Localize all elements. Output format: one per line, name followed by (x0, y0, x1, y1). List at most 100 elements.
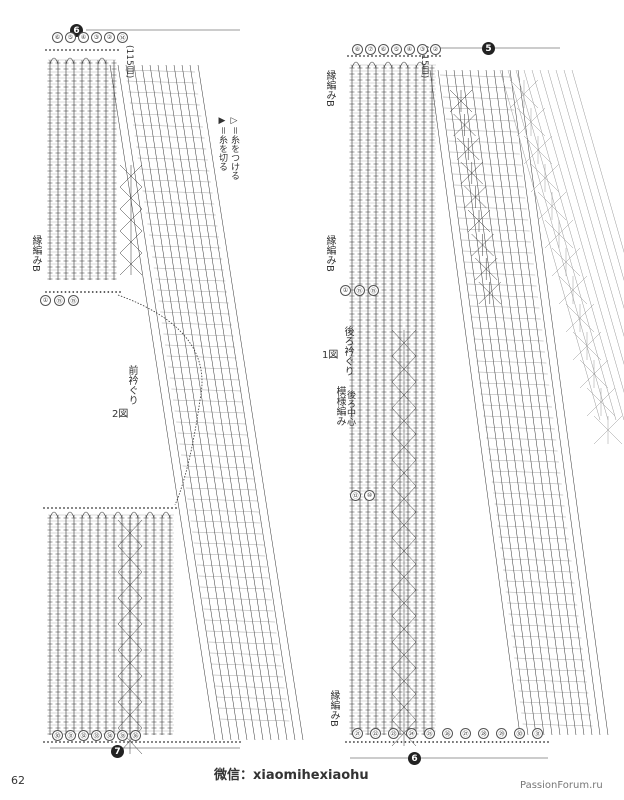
fig2-lower-arch (49, 511, 59, 519)
fig1-diagonal-line (509, 69, 601, 736)
fig1-bottom-row-number: ㉔ (406, 728, 417, 739)
figure1-edge-label-top: 縁編みB (324, 70, 335, 107)
figure1-neck-label: 後ろ衿ぐり (342, 326, 353, 376)
fig1-gray-band-line (547, 69, 624, 337)
fig1-gray-band-line (499, 69, 601, 421)
fig1-top-chain (435, 55, 437, 57)
figure2-edge-label: 縁編みB (30, 235, 41, 272)
fig2-diagonal-rung (206, 630, 277, 634)
fig1-bottom-chain (388, 741, 391, 743)
fig2-top-row-number: ③ (91, 32, 102, 43)
fig1-bottom-chain (456, 741, 458, 743)
fig1-diagonal-rung (498, 536, 569, 540)
fig2-lower-arch (97, 511, 107, 519)
fig2-top-chain (85, 49, 87, 51)
fig2-upper-bottom-chain (68, 291, 71, 293)
fig2-bottom-row-number: ㉟ (117, 730, 128, 741)
fig1-diagonal-rung (483, 415, 554, 419)
fig1-diagonal-rung (459, 228, 530, 232)
fig1-diagonal-rung (442, 96, 513, 100)
fig1-diagonal-rung (439, 74, 511, 78)
fig2-diagonal-rung (132, 124, 204, 128)
fig1-top-chain (363, 55, 365, 57)
fig2-lower-top-chain (171, 507, 173, 509)
fig2-diagonal-rung (208, 641, 279, 645)
fig1-bottom-chain (452, 741, 454, 743)
fig2-diagonal-rung (158, 300, 229, 304)
fig1-bottom-row-number: ㉚ (514, 728, 525, 739)
fig1-top-chain (391, 55, 393, 57)
fig1-bottom-chain (527, 741, 530, 743)
fig2-diagonal-line (117, 64, 224, 741)
fig1-top-chain (427, 55, 429, 57)
fig1-gray-band-line (539, 69, 624, 365)
fig1-diagonal-rung (490, 470, 561, 474)
fig1-bottom-row-number: ㉑ (352, 728, 363, 739)
fig1-bottom-chain (392, 741, 395, 743)
figure1-badge-bottom: 6 (408, 752, 421, 765)
fig1-diagonal-rung (466, 283, 537, 287)
fig1-diagonal-line (517, 69, 609, 736)
fig1-diagonal-rung (484, 426, 555, 430)
fig1-bottom-chain (349, 741, 351, 743)
fig1-diagonal-line (453, 69, 545, 736)
fig1-bottom-row-number: ㉛ (532, 728, 543, 739)
fig2-diagonal-rung (171, 388, 242, 392)
fig1-mid-row-mark: ⑮ (354, 285, 365, 296)
fig1-bottom-chain (424, 741, 427, 743)
fig2-lower-top-chain (151, 507, 153, 509)
fig1-bottom-chain (428, 741, 431, 743)
fig1-bottom-chain (483, 741, 486, 743)
fig2-diagonal-rung (190, 520, 261, 524)
fig1-top-row-number: ⑤ (391, 44, 402, 55)
fig2-upper-bottom-chain (60, 291, 63, 293)
fig1-bottom-chain (507, 741, 510, 743)
fig2-diagonal-rung (145, 212, 216, 216)
fig2-top-chain (109, 49, 111, 51)
fig2-lower-top-chain (103, 507, 105, 509)
figure2-badge-bottom: 7 (111, 745, 124, 758)
fig2-bottom-chain (115, 741, 117, 743)
fig1-bottom-chain (543, 741, 545, 743)
fig1-bottom-chain (444, 741, 446, 743)
fig2-diagonal-rung (214, 685, 285, 689)
fig2-bottom-chain (63, 741, 65, 743)
fig1-bottom-chain (448, 741, 450, 743)
fig2-diagonal-line (189, 64, 296, 741)
fig2-bottom-chain (203, 741, 205, 743)
fig2-diagonal-line (141, 64, 248, 741)
fig1-diagonal-rung (446, 129, 518, 133)
fig1-diagonal-line (429, 69, 521, 736)
fig2-diagonal-rung (179, 443, 250, 447)
fig2-diagonal-rung (134, 135, 205, 139)
fig1-bottom-chain (380, 741, 383, 743)
fig2-top-row-number: ② (104, 32, 115, 43)
fig1-diagonal-rung (501, 558, 572, 562)
fig1-diagonal-rung (488, 459, 560, 463)
fig2-upper-bottom-chain (52, 291, 55, 293)
fig1-bottom-chain (345, 741, 347, 743)
figure1-badge-top: 5 (482, 42, 495, 55)
fig2-diagonal-rung (209, 652, 280, 656)
fig2-diagonal-rung (212, 674, 284, 678)
fig2-bottom-chain (171, 741, 173, 743)
fig2-mid-row-mark: ⑮ (54, 295, 65, 306)
fig1-gray-band-line (515, 69, 617, 421)
fig2-upper-bottom-chain (115, 291, 118, 293)
fig1-bottom-chain (519, 741, 522, 743)
figure1-row-count: (115目) (419, 45, 429, 79)
fig2-lower-top-chain (59, 507, 61, 509)
fig2-upper-bottom-chain (87, 291, 90, 293)
fig2-diagonal-rung (203, 608, 274, 612)
fig2-upper-bottom-chain (111, 291, 114, 293)
fig2-top-chain (65, 49, 67, 51)
fig2-upper-arch (81, 57, 91, 65)
fig1-bottom-chain (539, 741, 541, 743)
fig2-lower-arch (161, 511, 171, 519)
fig1-top-chain (439, 55, 441, 57)
fig1-bottom-chain (523, 741, 526, 743)
fig1-top-chain (431, 55, 433, 57)
fig1-bottom-chain (547, 741, 549, 743)
fig2-upper-arch (97, 57, 107, 65)
